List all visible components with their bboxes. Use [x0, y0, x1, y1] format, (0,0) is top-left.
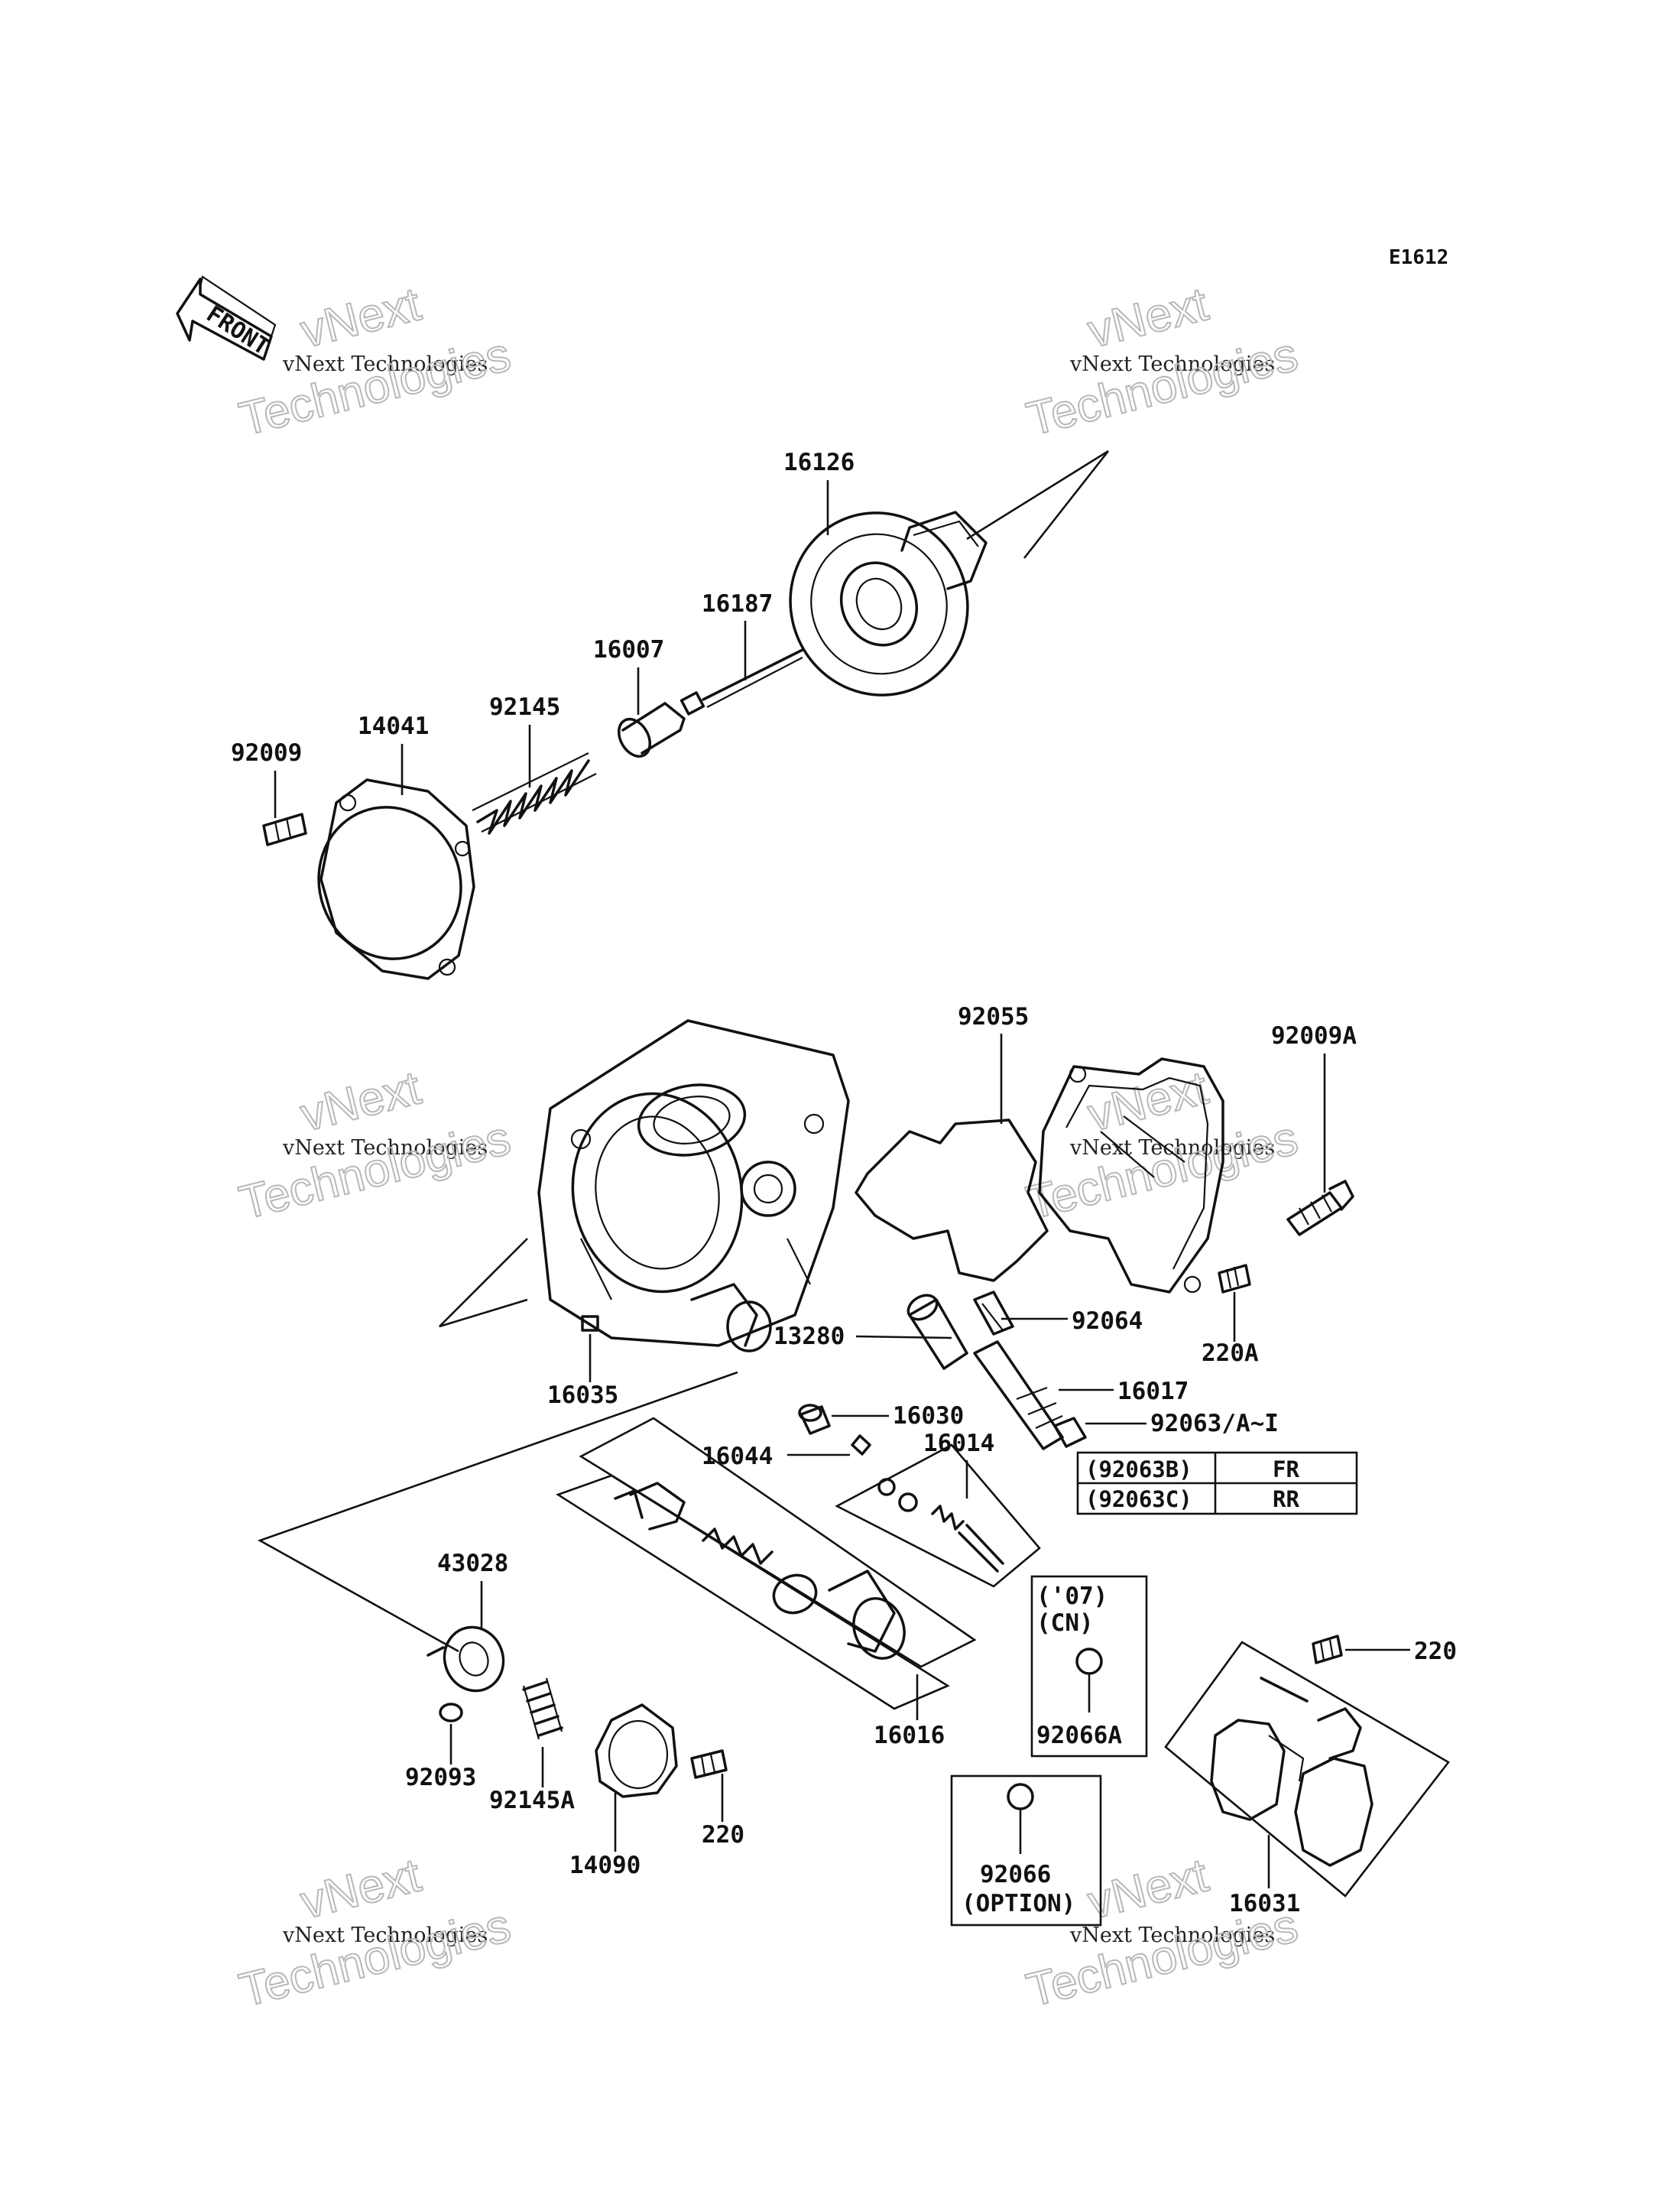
svg-text:Technologies: Technologies: [1022, 1112, 1303, 1230]
label-13280: 13280: [774, 1323, 845, 1350]
screw-92009a: [1286, 1180, 1354, 1236]
variant-value-1: FR: [1273, 1456, 1299, 1482]
svg-text:vNext: vNext: [296, 278, 426, 358]
variant-code-2: (92063C): [1085, 1486, 1192, 1512]
watermark-middle-left: vNext vNext Technologies Technologies: [234, 1060, 517, 1230]
svg-text:Technologies: Technologies: [1022, 328, 1303, 446]
choke-assembly-16016: [556, 1417, 977, 1710]
svg-text:vNext Technologies: vNext Technologies: [1069, 352, 1275, 376]
jet-92064: [973, 1291, 1014, 1336]
label-92009: 92009: [231, 739, 302, 767]
label-16187: 16187: [702, 590, 773, 618]
variant-value-2: RR: [1273, 1486, 1299, 1512]
front-arrow-icon: FRONT: [176, 275, 277, 361]
label-220-right: 220: [1414, 1638, 1457, 1665]
label-16007: 16007: [593, 636, 664, 664]
cover-14090: [595, 1703, 678, 1798]
spring-92145a: [522, 1677, 563, 1740]
watermark-bottom-left: vNext vNext Technologies Technologies: [234, 1848, 517, 2018]
label-92066a: 92066A: [1036, 1722, 1122, 1749]
screw-220-right: [1312, 1635, 1343, 1664]
holder-13280: [906, 1294, 968, 1370]
svg-text:Technologies: Technologies: [235, 1899, 516, 2018]
float-bowl-cover: [1038, 1057, 1224, 1294]
svg-text:vNext: vNext: [1083, 1849, 1213, 1929]
label-92066: 92066: [980, 1861, 1051, 1888]
watermark-bottom-right: vNext vNext Technologies Technologies: [1021, 1848, 1304, 2018]
svg-text:vNext Technologies: vNext Technologies: [282, 1136, 488, 1160]
label-16044: 16044: [702, 1443, 773, 1470]
label-16017: 16017: [1117, 1378, 1189, 1405]
label-14090: 14090: [569, 1852, 641, 1879]
label-43028: 43028: [437, 1550, 508, 1577]
svg-text:Technologies: Technologies: [235, 328, 516, 446]
spring-92145: [472, 752, 597, 835]
svg-text:vNext Technologies: vNext Technologies: [1069, 1924, 1275, 1947]
variant-code-1: (92063B): [1085, 1456, 1192, 1482]
screw-16030: [798, 1404, 831, 1435]
needle-16187: [679, 648, 804, 716]
svg-text:vNext Technologies: vNext Technologies: [282, 352, 488, 376]
plug-16035: [581, 1315, 599, 1332]
label-220-lower: 220: [702, 1821, 744, 1849]
svg-text:vNext Technologies: vNext Technologies: [1069, 1136, 1275, 1160]
watermark-top-left: vNext vNext Technologies Technologies: [234, 277, 517, 446]
cover-14041: [317, 778, 475, 980]
oring-92093: [439, 1703, 463, 1722]
label-92066-option: (OPTION): [962, 1890, 1075, 1917]
label-92055: 92055: [958, 1003, 1029, 1031]
screw-220-lower: [690, 1749, 728, 1779]
gasket-92055: [855, 1118, 1049, 1282]
box-option: 92066 (OPTION): [950, 1774, 1102, 1927]
clip-16044: [851, 1434, 871, 1456]
svg-text:vNext: vNext: [296, 1849, 426, 1929]
label-92064: 92064: [1072, 1307, 1143, 1335]
svg-text:vNext: vNext: [296, 1061, 426, 1141]
label-92063: 92063/A~I: [1150, 1410, 1279, 1437]
label-16014: 16014: [923, 1430, 994, 1457]
svg-text:vNext: vNext: [1083, 278, 1213, 358]
svg-text:vNext Technologies: vNext Technologies: [282, 1924, 488, 1947]
label-16035: 16035: [547, 1381, 618, 1409]
box-07-line1: ('07): [1036, 1583, 1108, 1610]
carburetor-body: [537, 1019, 850, 1352]
label-16126: 16126: [783, 449, 855, 476]
label-220a: 220A: [1202, 1339, 1259, 1367]
screw-92009: [262, 813, 307, 846]
diaphragm-16126: [789, 511, 988, 696]
svg-text:vNext: vNext: [1083, 1061, 1213, 1141]
float-set-16031: [1164, 1641, 1450, 1898]
label-92145a: 92145A: [489, 1787, 575, 1814]
label-92093: 92093: [405, 1764, 476, 1791]
svg-text:Technologies: Technologies: [235, 1112, 516, 1230]
variant-table: (92063B) FR (92063C) RR: [1076, 1451, 1358, 1515]
box-07-line2: (CN): [1036, 1609, 1094, 1637]
diaphragm-43028: [426, 1625, 505, 1693]
label-16016: 16016: [874, 1722, 945, 1749]
main-jet-92063: [1053, 1417, 1087, 1448]
holder-16007: [617, 702, 686, 758]
pilot-screw-set-16014: [835, 1443, 1041, 1588]
label-14041: 14041: [358, 713, 429, 740]
diagram-code: E1612: [1389, 246, 1448, 269]
box-07-cn: ('07) (CN) 92066A: [1030, 1575, 1148, 1758]
label-92145: 92145: [489, 693, 560, 721]
screw-220a: [1218, 1264, 1251, 1294]
label-92009a: 92009A: [1271, 1022, 1357, 1050]
watermark-top-right: vNext vNext Technologies Technologies: [1021, 277, 1304, 446]
label-16031: 16031: [1229, 1890, 1300, 1917]
label-16030: 16030: [893, 1402, 964, 1430]
